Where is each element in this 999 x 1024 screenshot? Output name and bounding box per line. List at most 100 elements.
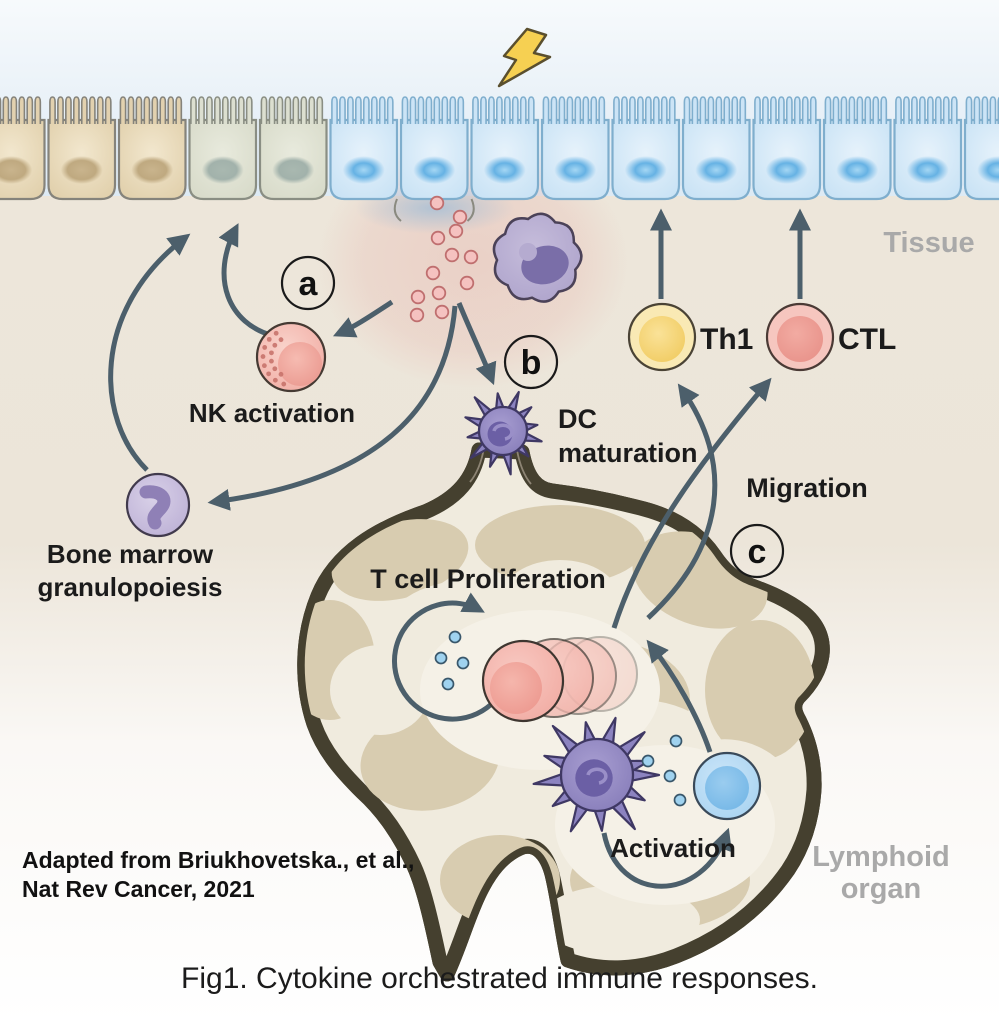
microvillus — [840, 96, 848, 124]
microvillus — [401, 96, 409, 124]
microvillus — [613, 96, 620, 124]
epithelial-cell-nucleus — [131, 156, 174, 184]
microvillus — [135, 96, 143, 124]
cytokine-dot-blue — [434, 651, 448, 665]
microvillus — [260, 96, 268, 124]
microvillus — [981, 96, 989, 124]
epithelial-cell-nucleus — [554, 156, 597, 184]
epithelial-cell — [470, 96, 540, 201]
microvillus — [715, 96, 723, 124]
microvillus — [237, 96, 245, 124]
epithelial-cell-nucleus — [836, 156, 879, 184]
dendritic-cell-nucleus — [575, 759, 613, 797]
epithelial-cell — [47, 96, 117, 201]
microvillus — [723, 96, 731, 124]
microvillus — [354, 96, 362, 124]
cytokine-dot-pink — [448, 223, 464, 239]
epithelial-cell-nucleus — [342, 156, 385, 184]
microvillus — [10, 96, 18, 124]
epithelial-cell — [0, 96, 46, 201]
microvillus — [856, 96, 864, 124]
arrow-cytokines-to-bone-marrow — [207, 305, 458, 511]
arrow-nk-to-tissue — [218, 223, 275, 339]
lymphoid-organ-label-line2: organ — [841, 873, 922, 905]
organ-cortex-patch — [330, 645, 430, 735]
microvillus — [824, 96, 832, 124]
cytokine-dot-pink — [459, 275, 475, 291]
epithelial-cell — [258, 96, 328, 201]
microvillus — [221, 96, 229, 124]
step-c-circle — [729, 523, 785, 579]
microvillus — [621, 96, 628, 124]
epithelial-cell — [329, 96, 399, 201]
arrow-cytokines-to-dc — [456, 302, 497, 386]
cytokine-dot-pink — [452, 209, 468, 225]
epithelial-cell-nucleus — [906, 156, 949, 184]
microvillus — [433, 96, 441, 124]
nk-cell — [255, 321, 327, 393]
step-b-circle — [503, 334, 559, 390]
nk-granule — [266, 336, 272, 342]
microvillus — [989, 96, 997, 124]
microvillus — [872, 96, 880, 124]
microvillus — [362, 96, 370, 124]
microvillus — [72, 96, 80, 124]
epithelial-cell — [752, 96, 822, 201]
microvillus — [159, 96, 167, 124]
arrow-granulopoiesis-to-tissue — [108, 233, 191, 472]
microvillus — [480, 96, 487, 124]
tissue-region-label: Tissue — [883, 227, 974, 259]
text-layer: Tissue Lymphoid organ NK activation Bone… — [22, 227, 975, 905]
organ-lobule — [705, 620, 815, 760]
microvillus — [636, 96, 644, 124]
epithelial-cell-nucleus — [60, 156, 103, 184]
th1-cell — [627, 302, 697, 372]
organ-lobule — [475, 505, 645, 585]
organ-entrance-flap — [516, 449, 532, 485]
cytokine-dot-pink — [409, 307, 425, 323]
microvillus — [542, 96, 550, 124]
microvillus — [488, 96, 495, 124]
migration-label: Migration — [746, 473, 868, 503]
microvillus — [739, 96, 747, 124]
bone-marrow-label-line2: granulopoiesis — [38, 572, 223, 602]
microvillus — [449, 96, 457, 124]
epithelial-cell-nucleus — [0, 156, 33, 184]
microvillus — [26, 96, 34, 124]
microvillus — [65, 96, 72, 124]
microvillus — [57, 96, 64, 124]
step-a-circle — [280, 255, 336, 311]
arrow-activated-t-to-proliferation — [646, 639, 713, 753]
cytokine-dot-pink — [430, 230, 446, 246]
cytokine-dot-blue — [669, 734, 683, 748]
microvillus — [880, 96, 888, 124]
epithelial-cell-nucleus — [765, 156, 808, 184]
epithelial-cell — [681, 96, 751, 201]
credit-line2: Nat Rev Cancer, 2021 — [22, 876, 255, 902]
microvillus — [2, 96, 10, 124]
t-cell-nucleus — [490, 662, 542, 714]
microvillus — [347, 96, 354, 124]
nk-granule — [273, 330, 279, 336]
microvillus — [0, 97, 2, 124]
figure-caption: Fig1. Cytokine orchestrated immune respo… — [181, 962, 818, 995]
microvillus — [683, 96, 691, 124]
naive-t-cell — [692, 751, 762, 821]
nk-granule — [278, 371, 284, 377]
ctl-cell — [765, 302, 835, 372]
microvillus — [801, 96, 809, 124]
cytokine-dot-pink — [410, 289, 426, 305]
cytokine-dot-blue — [441, 677, 455, 691]
microvillus — [903, 96, 910, 124]
microvillus — [425, 96, 433, 124]
microvillus — [660, 96, 668, 124]
macrophage-nucleus-dent — [519, 243, 537, 261]
step-markers: a b c — [280, 255, 785, 579]
epithelial-cell — [399, 96, 469, 201]
nucleus-swirl — [492, 423, 514, 441]
microvillus — [965, 96, 973, 124]
epithelial-cell — [893, 96, 963, 201]
epithelial-cell-nucleus — [977, 156, 999, 184]
nk-granule — [261, 363, 267, 369]
